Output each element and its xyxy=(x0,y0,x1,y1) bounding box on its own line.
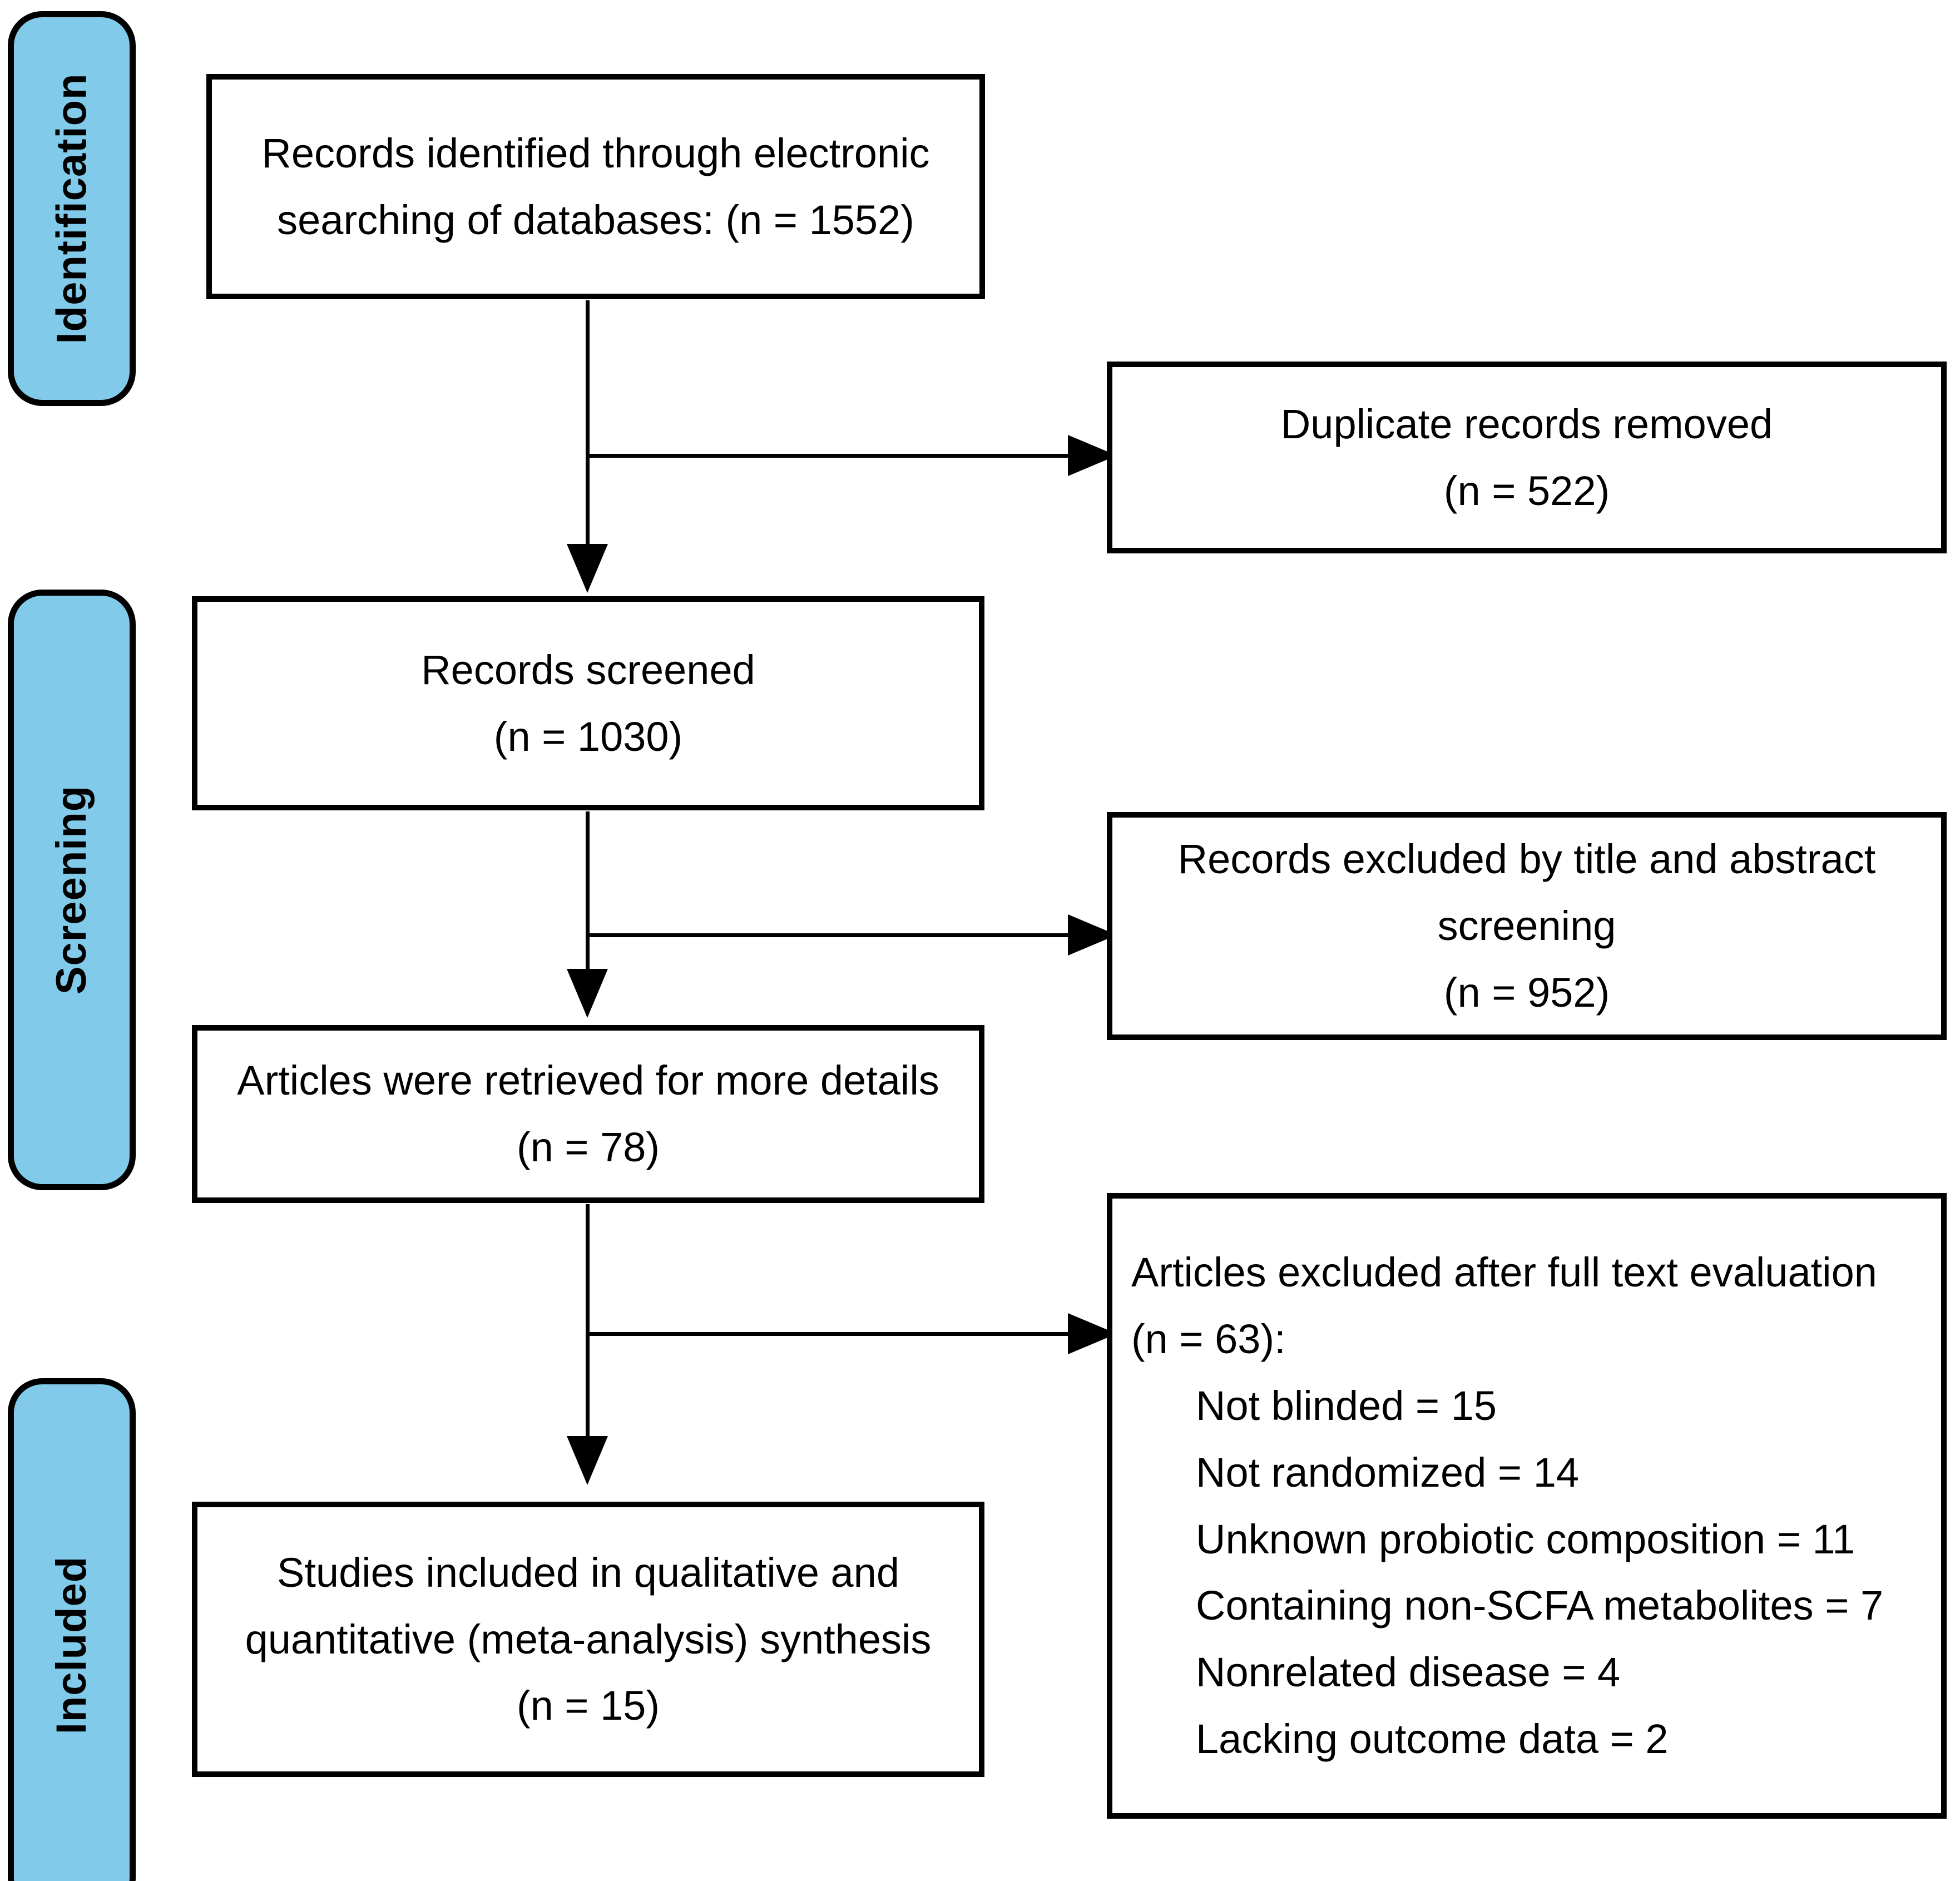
box-studies-included-line-2: quantitative (meta-analysis) synthesis xyxy=(245,1616,932,1662)
stage-label-included-text: Included xyxy=(48,1556,95,1735)
box-records-screened-line-1: Records screened xyxy=(421,646,755,693)
box-records-identified: Records identified through electronic se… xyxy=(206,74,985,299)
box-records-excluded-title-abstract: Records excluded by title and abstract s… xyxy=(1107,812,1947,1040)
stage-label-identification: Identification xyxy=(8,11,136,406)
box-articles-excluded-fulltext-reason-6: Lacking outcome data = 2 xyxy=(1196,1716,1669,1763)
connector-identified-to-duplicates xyxy=(586,454,1078,458)
connector-retrieved-to-included xyxy=(586,1204,590,1446)
box-records-identified-line-1: Records identified through electronic xyxy=(261,130,930,176)
box-articles-retrieved: Articles were retrieved for more details… xyxy=(192,1025,984,1203)
box-articles-retrieved-line-2: (n = 78) xyxy=(516,1124,660,1170)
connector-retrieved-to-fulltext-excluded xyxy=(586,1332,1078,1336)
box-articles-excluded-fulltext-reason-5: Nonrelated disease = 4 xyxy=(1196,1649,1621,1696)
stage-label-screening-text: Screening xyxy=(48,785,95,995)
box-studies-included-line-3: (n = 15) xyxy=(516,1682,660,1729)
box-records-excluded-title-abstract-line-1: Records excluded by title and abstract xyxy=(1177,836,1876,883)
box-articles-retrieved-line-1: Articles were retrieved for more details xyxy=(237,1057,939,1104)
connector-identified-to-screened xyxy=(586,300,590,553)
arrowhead-retrieved-to-included xyxy=(567,1436,608,1485)
box-duplicate-records-removed-line-2: (n = 522) xyxy=(1443,467,1610,514)
arrowhead-identified-to-screened xyxy=(567,544,608,593)
connector-screened-to-excluded xyxy=(586,933,1078,937)
box-articles-excluded-fulltext-reason-1: Not blinded = 15 xyxy=(1196,1382,1497,1429)
box-studies-included-line-1: Studies included in qualitative and xyxy=(277,1549,899,1596)
box-duplicate-records-removed: Duplicate records removed (n = 522) xyxy=(1107,362,1947,553)
box-records-screened: Records screened (n = 1030) xyxy=(192,596,984,810)
box-articles-excluded-fulltext-header-2: (n = 63): xyxy=(1131,1315,1286,1362)
arrowhead-screened-to-retrieved xyxy=(567,969,608,1018)
box-articles-excluded-fulltext-reason-2: Not randomized = 14 xyxy=(1196,1449,1580,1496)
box-articles-excluded-fulltext-reason-4: Containing non-SCFA metabolites = 7 xyxy=(1196,1582,1884,1629)
box-articles-excluded-fulltext: Articles excluded after full text evalua… xyxy=(1107,1193,1947,1819)
box-studies-included: Studies included in qualitative and quan… xyxy=(192,1502,984,1777)
stage-label-included: Included xyxy=(8,1378,136,1881)
box-records-identified-line-2: searching of databases: (n = 1552) xyxy=(277,196,914,243)
box-duplicate-records-removed-line-1: Duplicate records removed xyxy=(1280,400,1773,447)
stage-label-screening: Screening xyxy=(8,590,136,1190)
box-records-screened-line-2: (n = 1030) xyxy=(493,713,683,760)
box-articles-excluded-fulltext-header-1: Articles excluded after full text evalua… xyxy=(1131,1249,1877,1295)
stage-label-identification-text: Identification xyxy=(48,73,96,344)
box-records-excluded-title-abstract-line-3: (n = 952) xyxy=(1443,969,1610,1016)
connector-screened-to-retrieved xyxy=(586,811,590,978)
box-articles-excluded-fulltext-reason-3: Unknown probiotic composition = 11 xyxy=(1196,1516,1855,1562)
box-records-excluded-title-abstract-line-2: screening xyxy=(1437,903,1616,949)
